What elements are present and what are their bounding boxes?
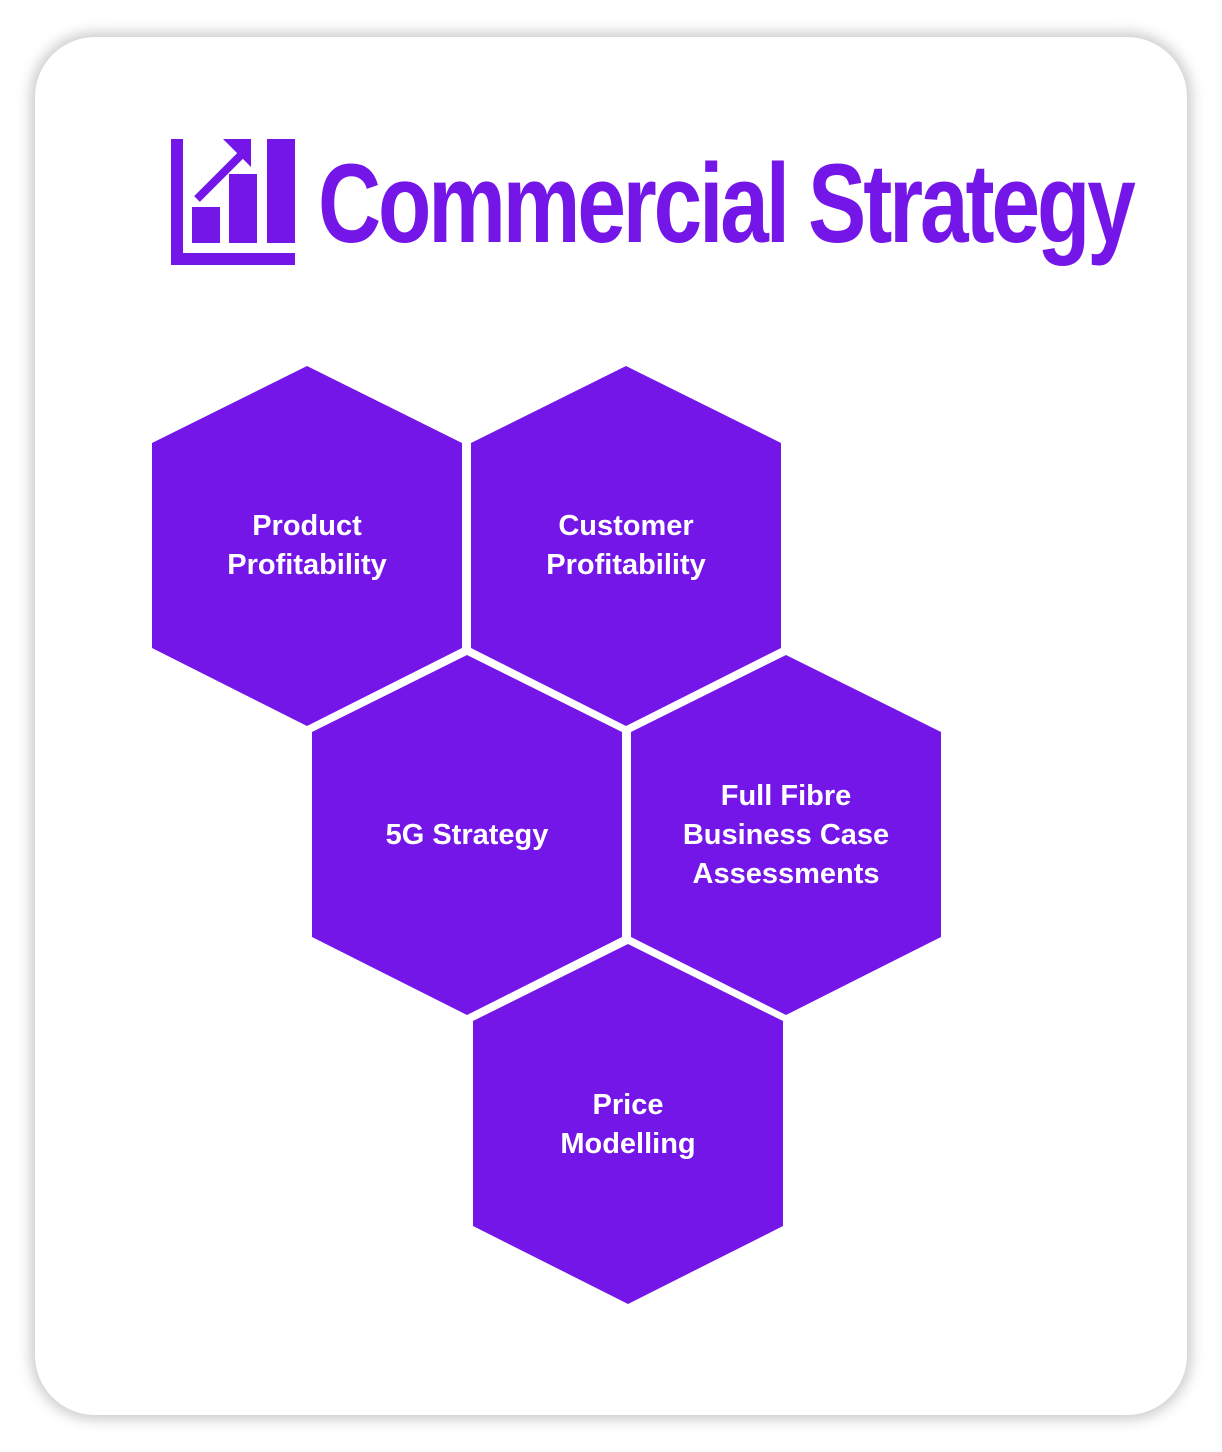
hexagon-label: Price Modelling (560, 1089, 696, 1160)
hexagon-5g-strategy: 5G Strategy (312, 655, 622, 1015)
hexagon-price-modelling: Price Modelling (473, 944, 783, 1304)
bar-chart-growth-icon (171, 139, 295, 265)
hexagon-label: Customer Profitability (546, 510, 706, 581)
hexagon-full-fibre: Full Fibre Business Case Assessments (631, 655, 941, 1015)
hexagon-customer-profitability: Customer Profitability (471, 366, 781, 726)
hexagon-label: Product Profitability (227, 510, 387, 581)
hexagon-label: 5G Strategy (385, 818, 549, 851)
hexagon-product-profitability: Product Profitability (152, 366, 462, 726)
page-title: Commercial Strategy (318, 141, 1136, 266)
hexagon-label: Full Fibre Business Case Assessments (682, 779, 890, 890)
